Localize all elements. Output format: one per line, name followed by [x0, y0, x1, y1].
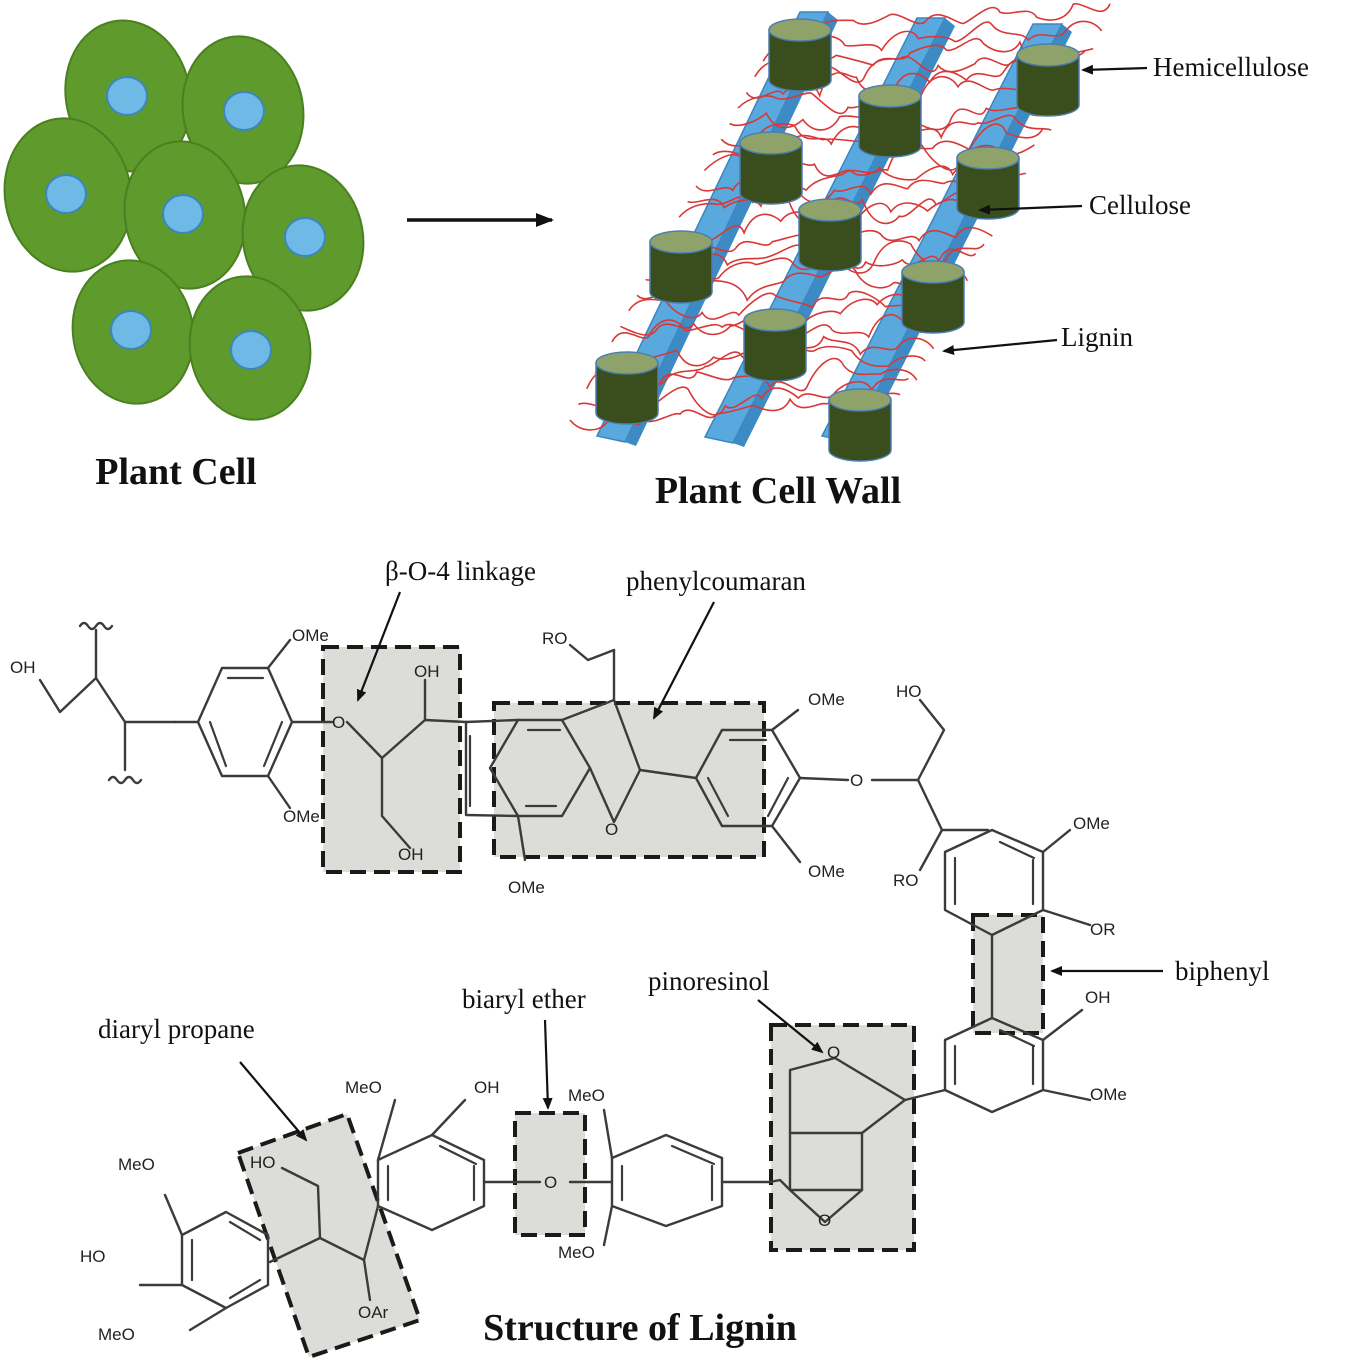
atom-oh: OH [1085, 988, 1111, 1007]
plant-cell-wall-illustration [569, 3, 1111, 462]
diaryl-propane-box [235, 1111, 423, 1360]
atom-ro: RO [542, 629, 568, 648]
atom-o: O [605, 820, 618, 839]
plant-cell-wall-title: Plant Cell Wall [655, 470, 901, 512]
atom-meo: MeO [558, 1243, 595, 1262]
atom-ho: HO [80, 1247, 106, 1266]
hemicellulose-label: Hemicellulose [1153, 52, 1309, 82]
atom-meo: MeO [118, 1155, 155, 1174]
nucleus-icon [223, 91, 265, 131]
hemicellulose-cylinder [798, 198, 862, 272]
atom-oh: OH [10, 658, 36, 677]
pinoresinol-label: pinoresinol [648, 966, 770, 996]
hemicellulose-arrow [1081, 64, 1148, 75]
atom-ho: HO [250, 1153, 276, 1172]
atom-ome: OMe [808, 862, 845, 881]
biaryl-ether-label: biaryl ether [462, 984, 586, 1014]
phenylcoumaran-label: phenylcoumaran [626, 566, 806, 596]
cellulose-label: Cellulose [1089, 190, 1191, 220]
cellulose-arrow [978, 204, 1083, 215]
atom-ome: OMe [1073, 814, 1110, 833]
nucleus-icon [284, 217, 326, 257]
atom-o: O [827, 1043, 840, 1062]
atom-ome: OMe [292, 626, 329, 645]
atom-o: O [818, 1211, 831, 1230]
biaryl-ether-box [513, 1111, 587, 1237]
pinoresinol-arrow [757, 999, 824, 1054]
hemicellulose-cylinder [956, 146, 1020, 220]
atom-ome: OMe [808, 690, 845, 709]
atom-o: O [332, 713, 345, 732]
atom-o: O [544, 1173, 557, 1192]
nucleus-icon [110, 310, 152, 350]
linkage-boxes [235, 645, 1045, 1360]
hemicellulose-cylinder [1016, 43, 1080, 117]
lignin-skeleton [38, 621, 1092, 1332]
atom-labels: OH OMe OMe O OH OH RO O OMe OMe OMe O HO… [10, 626, 1127, 1344]
beta-o-4-box [321, 645, 462, 874]
hemicellulose-cylinder [768, 18, 832, 92]
atom-meo: MeO [568, 1086, 605, 1105]
atom-meo: MeO [98, 1325, 135, 1344]
atom-o: O [850, 771, 863, 790]
biphenyl-label: biphenyl [1175, 956, 1270, 986]
atom-ome: OMe [283, 807, 320, 826]
nucleus-icon [45, 174, 87, 214]
atom-ho: HO [896, 682, 922, 701]
atom-ome: OMe [1090, 1085, 1127, 1104]
atom-oar: OAr [358, 1303, 389, 1322]
atom-or: OR [1090, 920, 1116, 939]
lignin-strand [779, 3, 1111, 31]
atom-ome: OMe [508, 878, 545, 897]
nucleus-icon [230, 330, 272, 370]
phenylcoumaran-box [492, 701, 766, 859]
pinoresinol-box [769, 1023, 916, 1252]
hemicellulose-cylinder [901, 260, 965, 334]
nucleus-icon [162, 194, 204, 234]
plant-cell [241, 164, 365, 312]
biaryl-ether-arrow [542, 1019, 553, 1110]
beta-o-4-label: β-O-4 linkage [385, 556, 536, 586]
lignin-arrow [942, 338, 1058, 356]
phenylcoumaran-arrow [653, 601, 715, 720]
linkage-labels: β-O-4 linkage phenylcoumaran biphenyl pi… [98, 556, 1270, 1142]
lignin-label: Lignin [1061, 322, 1133, 352]
atom-ro: RO [893, 871, 919, 890]
hemicellulose-cylinders [595, 18, 1080, 462]
beta-o-4-arrow [356, 591, 402, 702]
hemicellulose-cylinder [649, 230, 713, 304]
lignin-structure-title: Structure of Lignin [483, 1307, 797, 1349]
nucleus-icon [106, 76, 148, 116]
atom-meo: MeO [345, 1078, 382, 1097]
hemicellulose-cylinder [858, 84, 922, 158]
hemicellulose-cylinder [595, 351, 659, 425]
atom-oh: OH [398, 845, 424, 864]
hemicellulose-cylinder [828, 388, 892, 462]
plant-cell [123, 140, 247, 290]
diaryl-propane-arrow [239, 1061, 308, 1142]
diaryl-propane-label: diaryl propane [98, 1014, 255, 1044]
atom-oh: OH [414, 662, 440, 681]
plant-cell-title: Plant Cell [95, 451, 256, 493]
hemicellulose-cylinder [739, 131, 803, 205]
plant-cell-cluster [3, 19, 365, 421]
plant-cell [181, 35, 305, 185]
plant-cell [188, 275, 312, 421]
atom-oh: OH [474, 1078, 500, 1097]
hemicellulose-cylinder [743, 308, 807, 382]
plant-cell [3, 117, 133, 273]
biphenyl-box [971, 913, 1045, 1035]
lignin-strand [678, 189, 1010, 226]
